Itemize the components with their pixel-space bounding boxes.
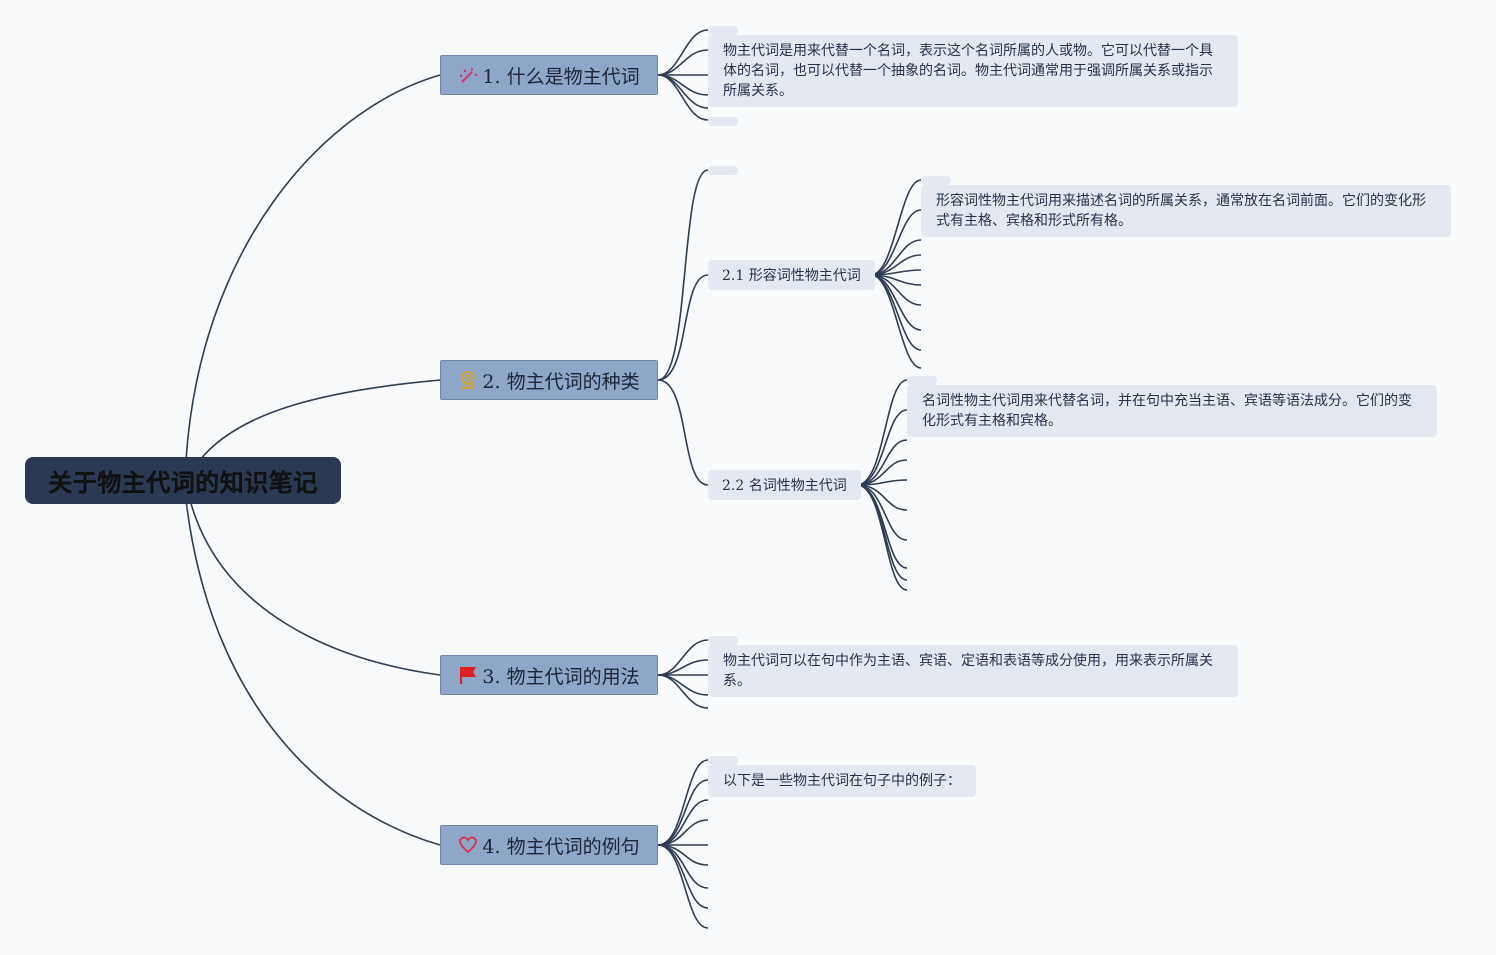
heart-icon xyxy=(458,835,478,855)
branch-examples[interactable]: 4. 物主代词的例句 xyxy=(440,825,658,865)
award-ribbon-icon xyxy=(458,370,478,390)
branch-what-is-possessive-pronoun[interactable]: 1. 什么是物主代词 xyxy=(440,55,658,95)
note-examples[interactable]: 以下是一些物主代词在句子中的例子： xyxy=(708,765,976,797)
branch-label: 1. 什么是物主代词 xyxy=(482,65,640,88)
branch-types[interactable]: 2. 物主代词的种类 xyxy=(440,360,658,400)
note-usage[interactable]: 物主代词可以在句中作为主语、宾语、定语和表语等成分使用，用来表示所属关系。 xyxy=(708,645,1238,697)
connector-root-branch-1 xyxy=(185,74,441,461)
empty-node-stub xyxy=(708,756,738,765)
root-node[interactable]: 关于物主代词的知识笔记 xyxy=(25,457,341,504)
connector-root-branch-3 xyxy=(189,499,441,676)
note-text: 以下是一些物主代词在句子中的例子： xyxy=(723,773,961,789)
subtopic-label: 2.1 形容词性物主代词 xyxy=(722,268,861,284)
branch-label: 4. 物主代词的例句 xyxy=(482,835,640,858)
note-nominal[interactable]: 名词性物主代词用来代替名词，并在句中充当主语、宾语等语法成分。它们的变化形式有主… xyxy=(907,385,1437,437)
branch-label: 3. 物主代词的用法 xyxy=(482,665,640,688)
empty-node-stub xyxy=(921,176,951,185)
note-adjectival[interactable]: 形容词性物主代词用来描述名词的所属关系，通常放在名词前面。它们的变化形式有主格、… xyxy=(921,185,1451,237)
empty-node-stub xyxy=(708,117,738,126)
empty-node-stub xyxy=(907,376,937,385)
note-definition[interactable]: 物主代词是用来代替一个名词，表示这个名词所属的人或物。它可以代替一个具体的名词，… xyxy=(708,35,1238,107)
note-text: 物主代词是用来代替一个名词，表示这个名词所属的人或物。它可以代替一个具体的名词，… xyxy=(723,43,1213,99)
note-text: 物主代词可以在句中作为主语、宾语、定语和表语等成分使用，用来表示所属关系。 xyxy=(723,653,1213,689)
note-text: 名词性物主代词用来代替名词，并在句中充当主语、宾语等语法成分。它们的变化形式有主… xyxy=(922,393,1412,429)
empty-node-stub xyxy=(708,636,738,645)
magic-wand-icon xyxy=(458,65,478,85)
subtopic-label: 2.2 名词性物主代词 xyxy=(722,478,847,494)
subtopic-adjectival[interactable]: 2.1 形容词性物主代词 xyxy=(708,260,875,290)
note-text: 形容词性物主代词用来描述名词的所属关系，通常放在名词前面。它们的变化形式有主格、… xyxy=(936,193,1426,229)
connector-root-branch-4 xyxy=(185,499,441,846)
root-title: 关于物主代词的知识笔记 xyxy=(48,469,318,497)
empty-node-stub xyxy=(708,26,738,35)
connector-root-branch-2 xyxy=(199,379,441,461)
branch-label: 2. 物主代词的种类 xyxy=(482,370,640,393)
subtopic-nominal[interactable]: 2.2 名词性物主代词 xyxy=(708,470,861,500)
empty-node-stub xyxy=(708,166,738,175)
red-flag-icon xyxy=(458,665,478,685)
branch-usage[interactable]: 3. 物主代词的用法 xyxy=(440,655,658,695)
